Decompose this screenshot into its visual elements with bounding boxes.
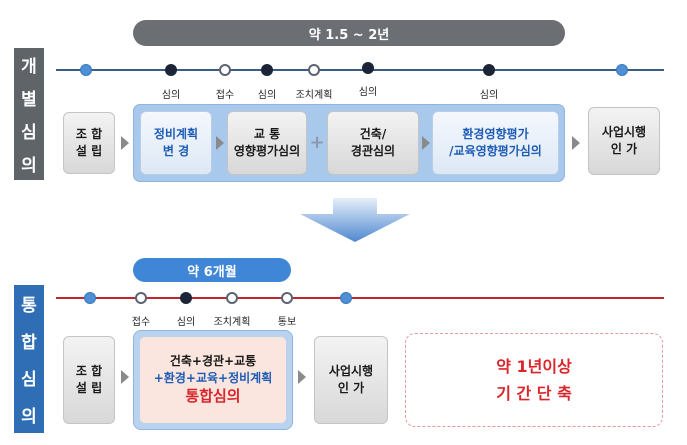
project-approval-box: 사업시행 인 가 xyxy=(588,107,660,175)
project-approval-box: 사업시행 인 가 xyxy=(314,336,388,424)
box-line: 교 통 xyxy=(253,126,281,141)
individual-duration-pill: 약 1.5 ~ 2년 xyxy=(133,20,565,46)
timeline-label: 심의 xyxy=(161,90,181,101)
flow-arrow xyxy=(216,136,224,150)
integrated-review-box: 건축+경관+교통 +환경+교육+정비계획 통합심의 xyxy=(133,330,293,430)
environment-education-review-box: 환경영향평가 /교육영향평가심의 xyxy=(432,111,559,175)
side-char: 통 xyxy=(21,296,37,316)
timeline-review-dot xyxy=(362,62,374,74)
timeline-action-plan-dot xyxy=(226,292,238,304)
box-line: 설 립 xyxy=(75,381,103,395)
timeline-label: 통보 xyxy=(277,317,297,328)
timeline-label: 심의 xyxy=(257,90,277,101)
box-line: 설 립 xyxy=(75,144,103,158)
integrated-review-inner: 건축+경관+교통 +환경+교육+정비계획 통합심의 xyxy=(140,337,286,423)
timeline-label: 접수 xyxy=(131,317,151,328)
union-establishment-box: 조 합 설 립 xyxy=(63,112,115,174)
side-char: 합 xyxy=(21,333,37,353)
result-line: 약 1년이상 xyxy=(496,356,572,376)
side-char: 개 xyxy=(21,57,37,77)
timeline-label: 조치계획 xyxy=(295,90,333,101)
timeline-end-dot xyxy=(616,64,628,76)
big-down-arrow xyxy=(300,198,410,242)
box-line: 사업시행 xyxy=(601,124,647,139)
flow-arrow xyxy=(422,136,430,150)
timeline-end-dot xyxy=(340,292,352,304)
timeline-review-dot xyxy=(180,292,192,304)
combined-line: +환경+교육+정비계획 xyxy=(153,370,273,385)
timeline-label: 심의 xyxy=(176,317,196,328)
integrated-duration-pill: 약 6개월 xyxy=(133,258,291,282)
timeline-label: 심의 xyxy=(479,90,499,101)
building-landscape-review-box: 건축/ 경관심의 xyxy=(327,111,419,175)
combined-title: 통합심의 xyxy=(185,387,241,406)
box-line: 사업시행 xyxy=(328,363,374,378)
box-line: 환경영향평가 xyxy=(462,126,529,141)
side-char: 심 xyxy=(21,370,37,390)
integrated-review-side-label: 통 합 심 의 xyxy=(14,285,44,433)
timeline-action-plan-dot xyxy=(308,64,320,76)
flow-arrow xyxy=(121,370,129,384)
timeline-receipt-dot xyxy=(219,64,231,76)
timeline-label: 조치계획 xyxy=(213,317,251,328)
box-line: 인 가 xyxy=(610,142,638,156)
timeline-receipt-dot xyxy=(135,292,147,304)
timeline-review-dot xyxy=(261,64,273,76)
box-line: 변 경 xyxy=(162,144,190,158)
integrated-timeline xyxy=(56,297,664,299)
side-char: 의 xyxy=(21,156,37,176)
side-char: 의 xyxy=(21,407,37,427)
maintenance-plan-change-box: 정비계획 변 경 xyxy=(140,111,212,175)
flow-arrow xyxy=(121,136,129,150)
box-line: 영향평가심의 xyxy=(233,144,301,158)
flow-arrow xyxy=(572,136,580,150)
box-line: 조 합 xyxy=(75,126,103,141)
box-line: 경관심의 xyxy=(350,144,396,158)
timeline-review-dot xyxy=(165,64,177,76)
side-char: 심 xyxy=(21,123,37,143)
box-line: 건축/ xyxy=(359,126,387,141)
timeline-review-dot xyxy=(483,64,495,76)
timeline-start-dot xyxy=(80,64,92,76)
timeline-start-dot xyxy=(84,292,96,304)
timeline-notice-dot xyxy=(281,292,293,304)
union-establishment-box: 조 합 설 립 xyxy=(63,336,115,424)
individual-timeline xyxy=(56,69,664,71)
combined-line: 건축+경관+교통 xyxy=(169,353,257,368)
box-line: 정비계획 xyxy=(153,126,199,141)
box-line: 인 가 xyxy=(337,381,365,395)
timeline-label: 심의 xyxy=(358,87,378,98)
plus-icon: + xyxy=(309,132,325,153)
period-reduction-box: 약 1년이상 기 간 단 축 xyxy=(405,333,663,427)
result-line: 기 간 단 축 xyxy=(496,384,572,403)
box-line: /교육영향평가심의 xyxy=(449,144,542,158)
traffic-impact-review-box: 교 통 영향평가심의 xyxy=(227,111,307,175)
timeline-label: 접수 xyxy=(215,90,235,101)
side-char: 별 xyxy=(21,90,37,110)
individual-review-side-label: 개 별 심 의 xyxy=(14,48,44,180)
box-line: 조 합 xyxy=(75,363,103,378)
flow-arrow xyxy=(298,370,306,384)
